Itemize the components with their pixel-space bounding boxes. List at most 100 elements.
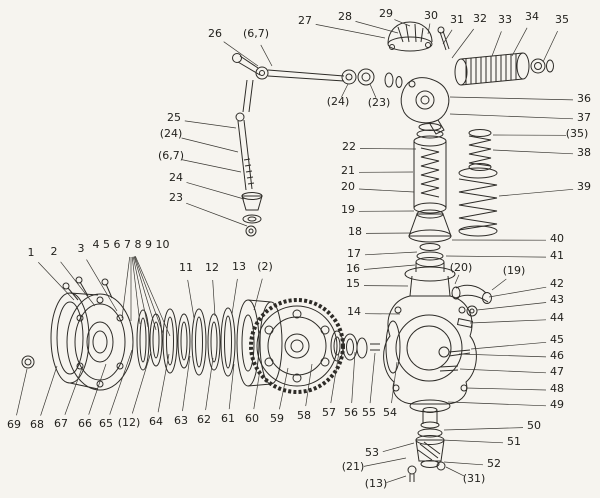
leader-line <box>459 368 547 374</box>
part-label-31: (31) <box>463 472 486 485</box>
leader-line <box>131 256 141 325</box>
kingpin-cylinder-stack <box>408 123 452 261</box>
steering-knuckle <box>400 77 450 135</box>
part-label-53: 53 <box>365 446 379 459</box>
part-label-15: 15 <box>346 277 360 290</box>
part-label-62: 62 <box>197 413 211 426</box>
cap-bolt <box>437 26 450 51</box>
part-label-45: 45 <box>550 333 564 346</box>
leader-line <box>491 278 507 291</box>
leader-line <box>391 361 398 404</box>
part-label-28: 28 <box>338 10 352 23</box>
part-label-56: 56 <box>344 406 358 419</box>
leader-line <box>60 261 96 307</box>
splined-spring-cylinder <box>454 52 530 86</box>
leader-line <box>223 41 259 67</box>
pivot-pin-assembly <box>407 407 446 482</box>
part-label-67: 67 <box>54 417 68 430</box>
leader-line <box>358 188 415 193</box>
part-label-61: 61 <box>221 412 235 425</box>
part-label-23: 23 <box>169 191 183 204</box>
hub-nut <box>21 355 35 369</box>
part-label-29: 29 <box>379 7 393 20</box>
part-label-51: 51 <box>507 435 521 448</box>
part-label-18: 18 <box>348 225 362 238</box>
leader-line <box>181 137 239 153</box>
leader-line <box>132 256 149 328</box>
part-label-69: 69 <box>7 418 21 431</box>
leader-line <box>369 352 376 404</box>
part-label-17: 17 <box>347 247 361 260</box>
part-label-66: 66 <box>78 417 92 430</box>
leader-line <box>184 120 237 129</box>
part-label-34: 34 <box>525 10 539 23</box>
bearing-cap <box>387 21 433 52</box>
part-label-36: 36 <box>577 92 591 105</box>
part-label-12: 12 <box>205 261 219 274</box>
fitting-elbow <box>451 284 492 304</box>
leader-line <box>470 341 547 350</box>
part-label-33: 33 <box>498 13 512 26</box>
part-label-30: 30 <box>424 9 438 22</box>
part-label-52: 52 <box>487 457 501 470</box>
bearing-disc-stack <box>136 307 236 377</box>
part-label-20: 20 <box>341 180 355 193</box>
part-label-58: 58 <box>297 409 311 422</box>
leader-line <box>445 255 547 258</box>
leader-line <box>447 401 547 407</box>
part-label-67: (6,7) <box>158 149 184 162</box>
leader-line <box>443 461 484 466</box>
part-label-59: 59 <box>270 412 284 425</box>
leader-line <box>476 302 547 311</box>
part-label-32: 32 <box>473 12 487 25</box>
part-label-49: 49 <box>550 398 564 411</box>
leader-line <box>88 363 107 415</box>
part-label-23: (23) <box>368 96 391 109</box>
leader-line <box>449 113 574 120</box>
leader-line <box>64 367 83 415</box>
brake-drum <box>236 299 283 387</box>
part-label-45678910: 4 5 6 7 8 9 10 <box>93 238 170 251</box>
part-label-21: (21) <box>342 460 365 473</box>
leader-line <box>511 27 528 57</box>
part-label-19: (19) <box>503 264 526 277</box>
part-label-3: 3 <box>78 242 85 255</box>
part-label-63: 63 <box>174 414 188 427</box>
part-label-26: 26 <box>208 27 222 40</box>
part-label-25: 25 <box>167 111 181 124</box>
leader-line <box>109 349 133 415</box>
part-label-24: (24) <box>160 127 183 140</box>
part-label-19: 19 <box>341 203 355 216</box>
leader-line <box>205 357 214 411</box>
part-label-43: 43 <box>550 293 564 306</box>
leader-line <box>449 96 574 101</box>
leader-line <box>133 256 157 331</box>
leader-line <box>182 355 191 412</box>
part-label-68: 68 <box>30 418 44 431</box>
part-label-47: 47 <box>550 365 564 378</box>
part-label-57: 57 <box>322 406 336 419</box>
bearing-rings <box>330 330 380 362</box>
leader-line <box>279 367 289 410</box>
leader-line <box>458 353 547 358</box>
leader-line <box>351 351 356 404</box>
final-drive-housing <box>383 257 477 413</box>
part-label-2: (2) <box>257 260 273 273</box>
part-label-64: 64 <box>149 415 163 428</box>
leader-line <box>355 21 399 34</box>
part-label-31: 31 <box>450 13 464 26</box>
part-label-11: 11 <box>179 261 193 274</box>
leader-line <box>187 279 195 319</box>
leader-line <box>134 256 164 334</box>
leader-line <box>181 159 242 173</box>
leader-line <box>465 387 547 391</box>
part-label-12: (12) <box>118 416 141 429</box>
leader-line <box>364 251 418 256</box>
leader-line <box>157 353 170 413</box>
part-label-13: 13 <box>232 260 246 273</box>
leader-line <box>454 274 460 285</box>
leader-line <box>363 264 416 270</box>
leader-line <box>186 202 248 227</box>
